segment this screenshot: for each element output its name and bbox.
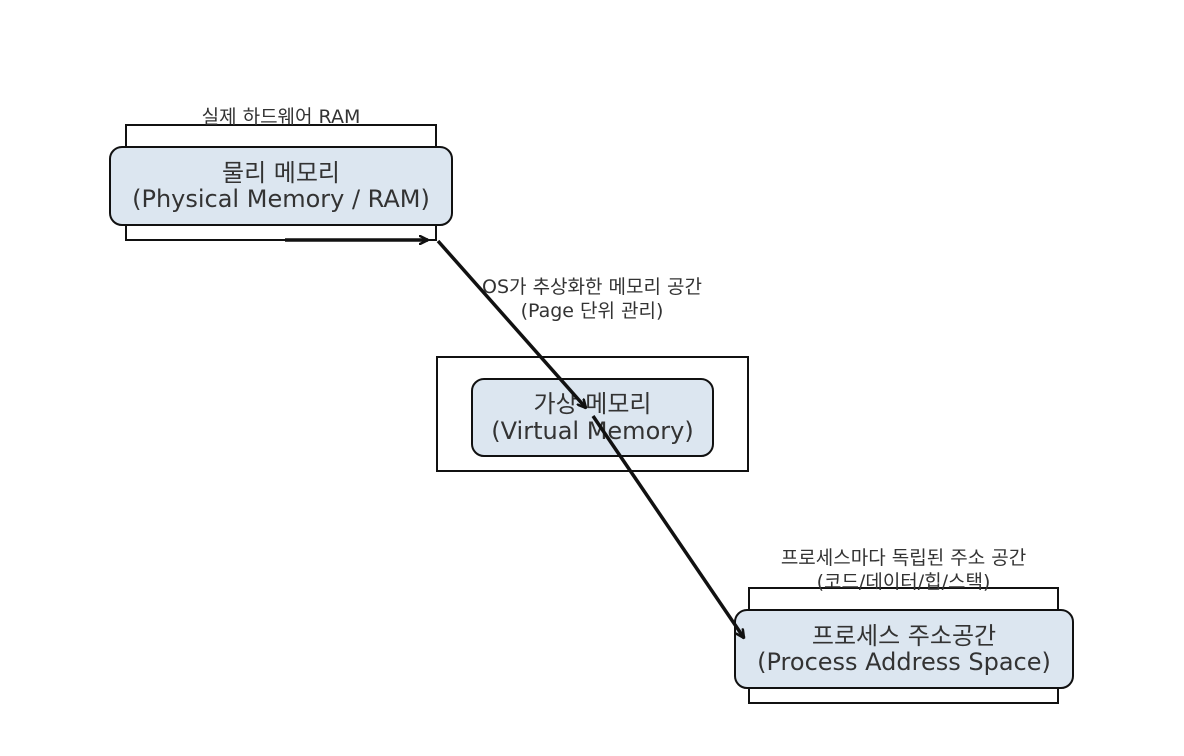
process-caption-line2: (코드/데이터/힙/스택) — [816, 570, 991, 593]
process-space-node: 프로세스 주소공간 (Process Address Space) — [734, 609, 1074, 689]
physical-memory-title: 물리 메모리 — [221, 158, 341, 187]
process-caption-line1: 프로세스마다 독립된 주소 공간 — [780, 547, 1027, 569]
process-space-subtitle: (Process Address Space) — [757, 648, 1051, 676]
virtual-memory-title: 가상 메모리 — [533, 390, 652, 419]
physical-memory-caption: 실제 하드웨어 RAM — [201, 106, 361, 128]
virtual-memory-subtitle: (Virtual Memory) — [491, 416, 694, 445]
physical-memory-subtitle: (Physical Memory / RAM) — [132, 185, 430, 213]
process-space-caption: 프로세스마다 독립된 주소 공간 (코드/데이터/힙/스택) — [748, 547, 1059, 595]
arrow-virtual-to-process — [591, 415, 746, 638]
arrow-physical-to-virtual — [436, 239, 588, 408]
physical-memory-node: 물리 메모리 (Physical Memory / RAM) — [109, 146, 453, 226]
virtual-memory-frame — [436, 356, 749, 472]
process-space-title: 프로세스 주소공간 — [811, 621, 997, 650]
edge-label: OS가 추상화한 메모리 공간 (Page 단위 관리) — [472, 276, 712, 324]
edge-label-line2: (Page 단위 관리) — [520, 299, 664, 322]
edge-label-line1: OS가 추상화한 메모리 공간 — [482, 276, 702, 298]
